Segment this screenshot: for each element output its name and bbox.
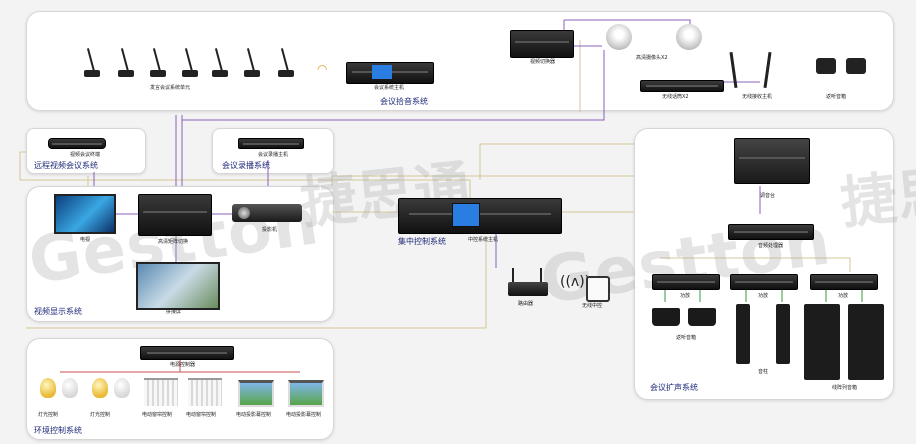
- recording-title: 会议录播系统: [222, 161, 270, 170]
- light-bulb-icon-extra-1: [62, 378, 78, 398]
- tv-screen: [54, 194, 116, 234]
- wireless-mic-label: 无线话筒X2: [662, 94, 689, 100]
- recording-device: [238, 138, 304, 149]
- amplifier-device-3: [810, 274, 878, 290]
- environment-item-label: 灯光控制: [90, 412, 111, 418]
- light-bulb-icon-extra-2: [114, 378, 130, 398]
- mic-base-2: [118, 70, 134, 77]
- wifi-icon: ◠: [317, 62, 328, 76]
- amplifier-device-2: [730, 274, 798, 290]
- column-speaker-2: [776, 304, 790, 364]
- projector-label: 投影机: [262, 227, 278, 233]
- mixer-device: [734, 138, 810, 184]
- mixer-label: 调音台: [760, 193, 776, 199]
- router-label: 路由器: [518, 301, 534, 307]
- projection-screen-icon-1: [238, 380, 274, 407]
- central-control-screen: [452, 203, 480, 227]
- hd-matrix-device: [138, 194, 212, 236]
- signal-tower-icon: ((ᴧ)): [560, 274, 591, 290]
- central-control-host: [398, 198, 562, 234]
- mic-base-1: [84, 70, 100, 77]
- video-display-title: 视频显示系统: [34, 307, 82, 316]
- mic-label: 发言会议系统单元: [150, 85, 191, 91]
- amplifier-label: 功放: [838, 293, 849, 299]
- video-wall-label: 拼接屏: [166, 309, 182, 315]
- wireless-receiver-device: [640, 80, 724, 92]
- matrix-label: 高清矩阵切换: [158, 239, 189, 245]
- camera-icon-2: [676, 24, 702, 50]
- stand-label: 返听音箱: [826, 94, 847, 100]
- router-antenna-1: [512, 268, 514, 282]
- power-controller-label: 电源控制器: [170, 362, 196, 368]
- light-bulb-icon-2: [92, 378, 108, 398]
- line-array-speaker-2: [848, 304, 884, 380]
- tv-label: 电视: [80, 237, 91, 243]
- amplifier-label: 功放: [680, 293, 691, 299]
- conference-audio-panel: [26, 11, 894, 111]
- central-control-host-label: 中控系统主机: [468, 237, 499, 243]
- router-antenna-2: [540, 268, 542, 282]
- conference-host-screen: [372, 65, 392, 79]
- conference-host-label: 会议系统主机: [374, 85, 405, 91]
- central-control-title: 集中控制系统: [398, 237, 446, 246]
- recording-device-label: 会议录播主机: [258, 152, 289, 158]
- remote-video-panel: [26, 128, 146, 174]
- monitor-speaker-2: [688, 308, 716, 326]
- camera-icon-1: [606, 24, 632, 50]
- recording-panel: [212, 128, 334, 174]
- power-controller-device: [140, 346, 234, 360]
- remote-video-title: 远程视频会议系统: [34, 161, 98, 170]
- curtain-icon-1: [144, 378, 178, 406]
- stand-speaker-icon-1: [816, 58, 836, 74]
- video-switch-device: [510, 30, 574, 58]
- monitor-label: 返听音箱: [676, 335, 697, 341]
- router-device: [508, 282, 548, 296]
- video-conference-terminal: [48, 138, 106, 149]
- mic-base-3: [150, 70, 166, 77]
- camera-label: 高清摄像头X2: [636, 55, 668, 61]
- monitor-speaker-1: [652, 308, 680, 326]
- environment-item-label: 电动投影幕控制: [236, 412, 272, 418]
- mic-base-5: [212, 70, 228, 77]
- amplifier-label: 功放: [758, 293, 769, 299]
- column-speaker-1: [736, 304, 750, 364]
- mic-base-7: [278, 70, 294, 77]
- environment-item-label: 电动窗帘控制: [186, 412, 217, 418]
- audio-processor-device: [728, 224, 814, 240]
- light-bulb-icon-1: [40, 378, 56, 398]
- video-wall: [136, 262, 220, 310]
- amplifier-device-1: [652, 274, 720, 290]
- video-switch-label: 视频切换器: [530, 59, 556, 65]
- pa-title: 会议扩声系统: [650, 383, 698, 392]
- environment-title: 环境控制系统: [34, 426, 82, 435]
- environment-item-label: 灯光控制: [38, 412, 59, 418]
- remote-video-device-label: 视频会议终端: [70, 152, 101, 158]
- stand-speaker-icon-2: [846, 58, 866, 74]
- tablet-device: [586, 276, 610, 302]
- line-array-label: 线阵列音箱: [832, 385, 858, 391]
- column-label: 音柱: [758, 369, 769, 375]
- environment-item-label: 电动投影幕控制: [286, 412, 322, 418]
- projector-lens: [238, 207, 250, 219]
- processor-label: 音频处理器: [758, 243, 784, 249]
- line-array-speaker-1: [804, 304, 840, 380]
- projection-screen-icon-2: [288, 380, 324, 407]
- wireless-control-label: 无线中控: [582, 303, 603, 309]
- conference-audio-title: 会议拾音系统: [380, 97, 428, 106]
- environment-item-label: 电动窗帘控制: [142, 412, 173, 418]
- curtain-icon-2: [188, 378, 222, 406]
- mic-base-6: [244, 70, 260, 77]
- projector-device: [232, 204, 302, 222]
- mic-base-4: [182, 70, 198, 77]
- receiver-label: 无线接收主机: [742, 94, 773, 100]
